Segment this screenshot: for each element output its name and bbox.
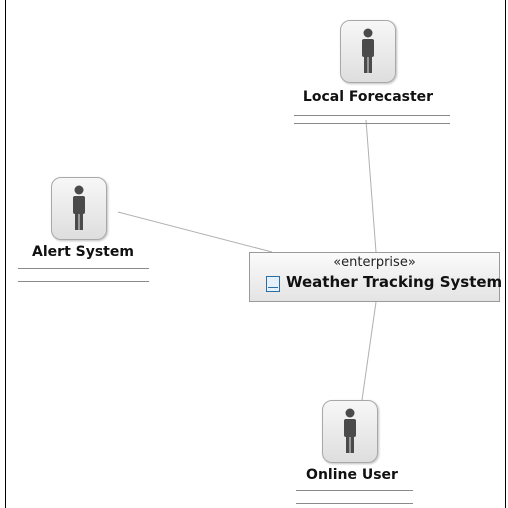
edge-onlineuser-system[interactable] <box>361 301 377 401</box>
component-icon <box>266 276 280 292</box>
edge-alert-system[interactable] <box>117 211 273 253</box>
actor-local-forecaster[interactable] <box>340 20 396 83</box>
person-icon <box>344 408 356 453</box>
component-name: Weather Tracking System <box>286 273 503 291</box>
actor-underline <box>296 503 413 504</box>
component-weather-tracking-system[interactable]: «enterprise» Weather Tracking System <box>249 252 503 302</box>
actor-label-local-forecaster: Local Forecaster <box>302 89 434 105</box>
edge-forecaster-system[interactable] <box>365 119 377 253</box>
person-icon <box>73 185 85 230</box>
actor-underline <box>18 281 149 282</box>
canvas-border-right <box>505 0 506 508</box>
component-stereotype: «enterprise» <box>333 255 416 270</box>
actor-label-alert-system: Alert System <box>32 244 134 260</box>
actor-alert-system[interactable] <box>51 177 107 240</box>
actor-label-online-user: Online User <box>306 467 398 483</box>
actor-underline <box>296 490 413 491</box>
canvas-border-left <box>5 0 6 508</box>
actor-underline <box>18 268 149 269</box>
person-icon <box>362 28 374 73</box>
actor-underline <box>294 123 450 124</box>
actor-underline <box>294 115 450 116</box>
actor-online-user[interactable] <box>322 400 378 463</box>
